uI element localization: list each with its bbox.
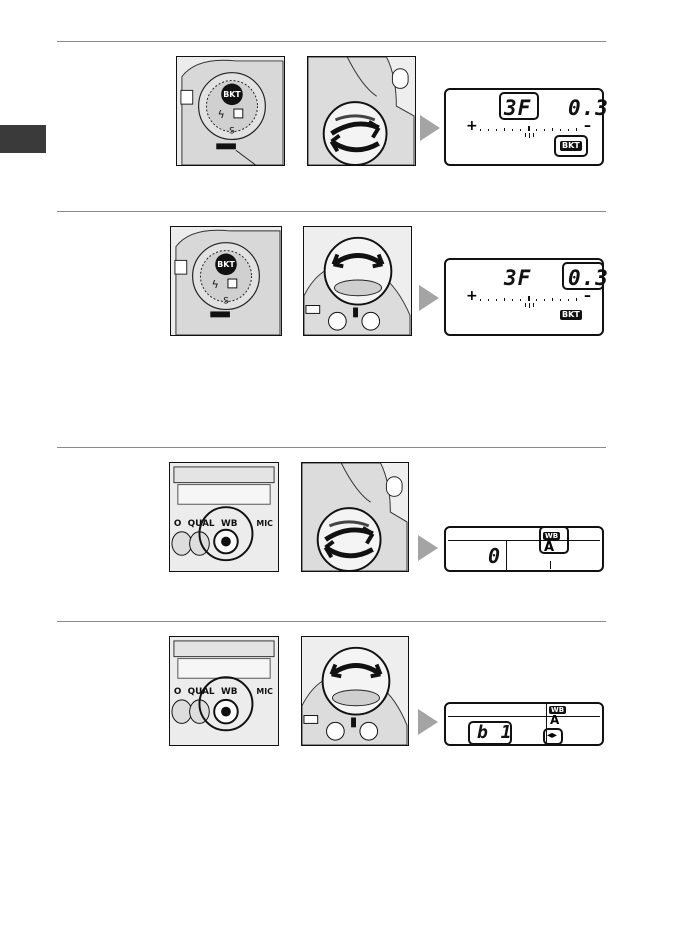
control-panel-lcd-3: 0 WB A xyxy=(444,526,604,572)
camera-wb-button-photo-2: O QUAL WB MIC xyxy=(169,636,279,746)
wb-indicator-2: WB xyxy=(549,706,567,714)
sub-command-dial-photo xyxy=(303,226,412,336)
sub-command-dial-photo-2 xyxy=(301,636,409,746)
camera-bkt-button-photo-2: BKT ϟ S xyxy=(170,226,282,336)
section-divider-2 xyxy=(57,211,606,212)
arrow-icon-4 xyxy=(418,709,438,735)
bkt-button-text-2: BKT xyxy=(217,260,235,269)
bracket-increment-value: 0.3 xyxy=(568,96,609,120)
scale-plus-label: + xyxy=(466,118,478,134)
wb-indicator: WB xyxy=(543,532,561,540)
wb-fine-tune-value: 0 xyxy=(488,544,502,568)
adjust-arrows-icon: ◂▸ xyxy=(547,730,558,741)
highlight-frames xyxy=(499,92,539,120)
bracket-frames-value: 3F xyxy=(504,96,532,120)
arrow-icon xyxy=(420,115,440,141)
chapter-tab xyxy=(0,125,46,153)
arrow-icon-3 xyxy=(418,535,438,561)
wb-mode-auto: A xyxy=(544,540,555,555)
bkt-indicator-2: BKT xyxy=(560,310,582,320)
scale-minus-label: – xyxy=(584,118,591,134)
button-label-mic: MIC xyxy=(256,519,273,528)
bkt-indicator: BKT xyxy=(560,141,582,151)
highlight-arrows xyxy=(543,728,563,745)
camera-bkt-button-photo: BKT ϟ S xyxy=(176,56,285,166)
bracket-frames-value-2: 3F xyxy=(504,266,532,290)
highlight-wb xyxy=(539,526,569,554)
button-label-mic-2: MIC xyxy=(256,687,273,696)
control-panel-lcd-2: 3F 0.3 + – BKT xyxy=(444,258,608,336)
arrow-icon-2 xyxy=(419,285,439,311)
camera-wb-button-photo: O QUAL WB MIC xyxy=(169,462,279,572)
control-panel-lcd-4: b 1 WB A ◂▸ xyxy=(444,702,604,746)
section-divider-3 xyxy=(57,447,606,448)
wb-preset-value: b 1 xyxy=(477,722,513,743)
control-panel-lcd-1: 3F 0.3 + – BKT xyxy=(444,88,608,166)
exposure-scale-icon xyxy=(480,126,577,138)
wb-mode-auto-2: A xyxy=(550,713,560,727)
main-command-dial-photo xyxy=(307,56,416,166)
button-label-o: O xyxy=(174,519,182,529)
svg-text:S: S xyxy=(223,297,229,307)
section-divider-4 xyxy=(57,621,606,622)
bkt-button-text: BKT xyxy=(223,90,241,99)
svg-text:ϟ: ϟ xyxy=(218,108,225,121)
button-label-wb: WB xyxy=(221,519,238,529)
svg-text:ϟ: ϟ xyxy=(212,278,219,291)
highlight-bkt xyxy=(554,135,588,157)
highlight-increment xyxy=(562,262,604,290)
scale-minus-label-2: – xyxy=(584,288,591,304)
svg-text:S: S xyxy=(229,127,235,137)
exposure-scale-icon-2 xyxy=(480,296,577,308)
button-label-o-2: O xyxy=(174,687,182,697)
scale-plus-label-2: + xyxy=(466,288,478,304)
main-command-dial-photo-3 xyxy=(301,462,409,572)
button-label-wb-2: WB xyxy=(221,687,238,697)
highlight-preset xyxy=(468,721,512,745)
section-divider-1 xyxy=(57,41,606,42)
